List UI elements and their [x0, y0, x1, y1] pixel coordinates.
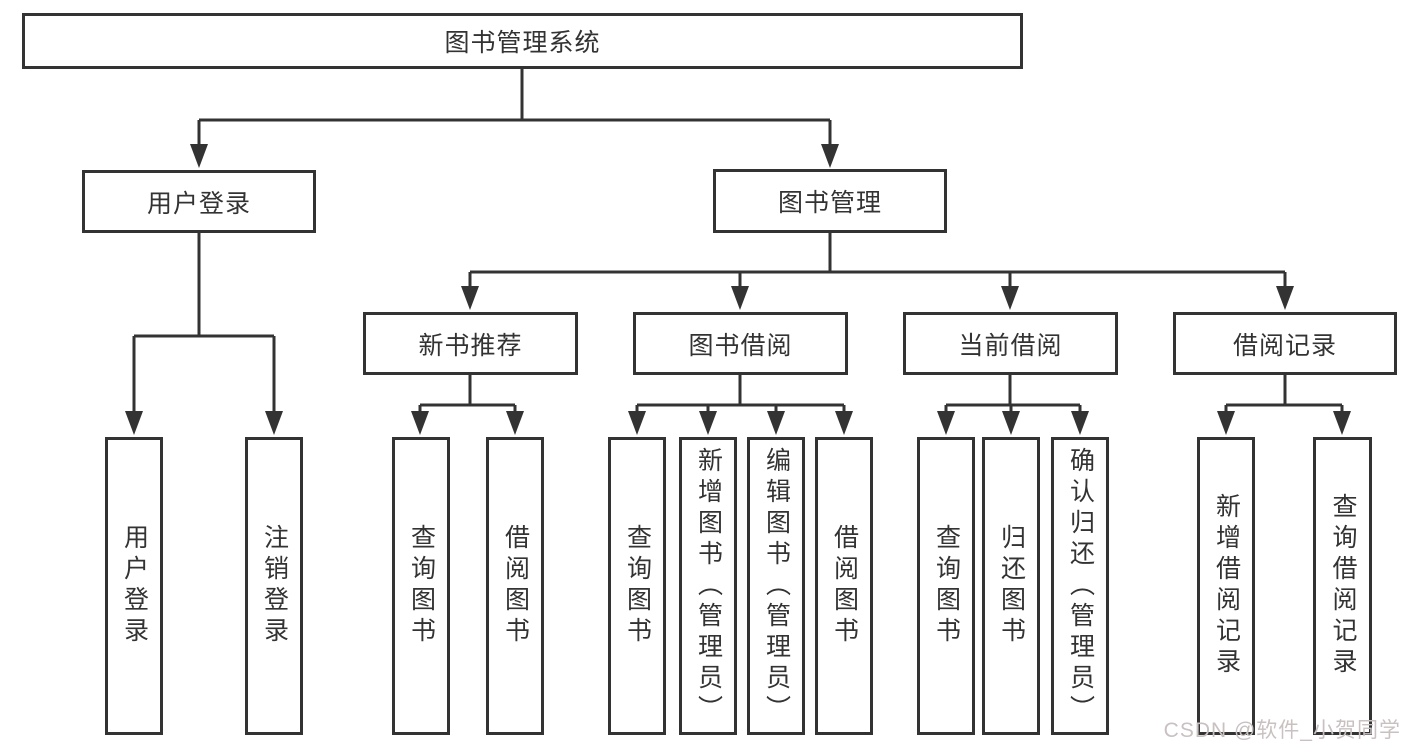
connector-bookmgmt-to-level3 — [468, 233, 1287, 290]
arrowhead — [125, 411, 143, 435]
arrowhead — [411, 411, 429, 435]
leaf-return-books-label: 归还图书 — [997, 524, 1026, 648]
leaf-query-books-current-label: 查询图书 — [932, 524, 961, 648]
connector-bookborrow-to-leaves — [635, 375, 846, 414]
arrowhead — [265, 411, 283, 435]
leaf-query-borrow-record-label: 查询借阅记录 — [1329, 493, 1357, 679]
arrowhead — [1071, 411, 1089, 435]
arrowhead — [937, 411, 955, 435]
node-borrow-records-label: 借阅记录 — [1232, 331, 1337, 360]
leaf-add-borrow-record: 新增借阅记录 — [1197, 437, 1255, 735]
arrowhead — [1001, 286, 1019, 310]
leaf-add-borrow-record-label: 新增借阅记录 — [1212, 493, 1241, 679]
connector-root-to-level2 — [197, 69, 832, 148]
node-book-borrow: 图书借阅 — [633, 312, 848, 375]
node-book-management-label: 图书管理 — [777, 189, 882, 217]
arrowhead — [1276, 286, 1294, 310]
arrowhead — [767, 411, 785, 435]
arrowhead — [835, 411, 853, 435]
leaf-borrow-books-borrow-label: 借阅图书 — [830, 524, 859, 648]
leaf-borrow-books-borrow: 借阅图书 — [815, 437, 873, 735]
connector-userlogin-to-leaves — [132, 233, 276, 414]
leaf-edit-book-admin: 编辑图书（管理员） — [747, 437, 805, 735]
arrowhead — [731, 286, 749, 310]
leaf-query-books-borrow: 查询图书 — [608, 437, 666, 735]
node-root-label: 图书管理系统 — [444, 29, 601, 57]
leaf-borrow-books-recommend-label: 借阅图书 — [501, 524, 530, 648]
node-root: 图书管理系统 — [22, 13, 1023, 69]
node-new-book-recommend: 新书推荐 — [363, 312, 578, 375]
leaf-edit-book-admin-label: 编辑图书（管理员） — [762, 446, 791, 726]
arrowhead — [628, 411, 646, 435]
node-current-borrow-label: 当前借阅 — [958, 331, 1063, 360]
arrowhead — [1002, 411, 1020, 435]
leaf-user-login: 用户登录 — [105, 437, 163, 735]
node-new-book-recommend-label: 新书推荐 — [418, 331, 523, 360]
node-user-login-label: 用户登录 — [146, 189, 251, 218]
leaf-confirm-return-admin: 确认归还（管理员） — [1051, 437, 1109, 735]
leaf-borrow-books-recommend: 借阅图书 — [486, 437, 544, 735]
arrowhead — [821, 144, 839, 168]
arrowhead — [190, 144, 208, 168]
leaf-query-books-current: 查询图书 — [917, 437, 975, 735]
node-book-management: 图书管理 — [713, 169, 947, 233]
leaf-logout-label: 注销登录 — [260, 524, 289, 648]
leaf-query-borrow-record: 查询借阅记录 — [1313, 437, 1372, 735]
arrowhead — [699, 411, 717, 435]
connector-borrowrecord-to-leaves — [1224, 375, 1344, 414]
leaf-user-login-label: 用户登录 — [120, 524, 149, 648]
leaf-logout: 注销登录 — [245, 437, 303, 735]
arrowhead — [461, 286, 479, 310]
leaf-query-books-recommend-label: 查询图书 — [407, 524, 436, 648]
node-book-borrow-label: 图书借阅 — [688, 331, 793, 360]
csdn-watermark: CSDN @软件_小贺同学 — [1163, 719, 1401, 742]
node-current-borrow: 当前借阅 — [903, 312, 1118, 375]
leaf-query-books-recommend: 查询图书 — [392, 437, 450, 735]
leaf-query-books-borrow-label: 查询图书 — [623, 524, 652, 648]
leaf-add-book-admin: 新增图书（管理员） — [679, 437, 737, 735]
node-borrow-records: 借阅记录 — [1173, 312, 1397, 375]
node-user-login: 用户登录 — [82, 170, 316, 233]
leaf-return-books: 归还图书 — [982, 437, 1040, 735]
arrowhead — [1217, 411, 1235, 435]
leaf-confirm-return-admin-label: 确认归还（管理员） — [1066, 446, 1095, 726]
arrowhead — [1333, 411, 1351, 435]
arrowhead — [506, 411, 524, 435]
leaf-add-book-admin-label: 新增图书（管理员） — [694, 446, 723, 726]
connector-newbook-to-leaves — [418, 375, 517, 414]
connector-currentborrow-to-leaves — [944, 375, 1082, 414]
